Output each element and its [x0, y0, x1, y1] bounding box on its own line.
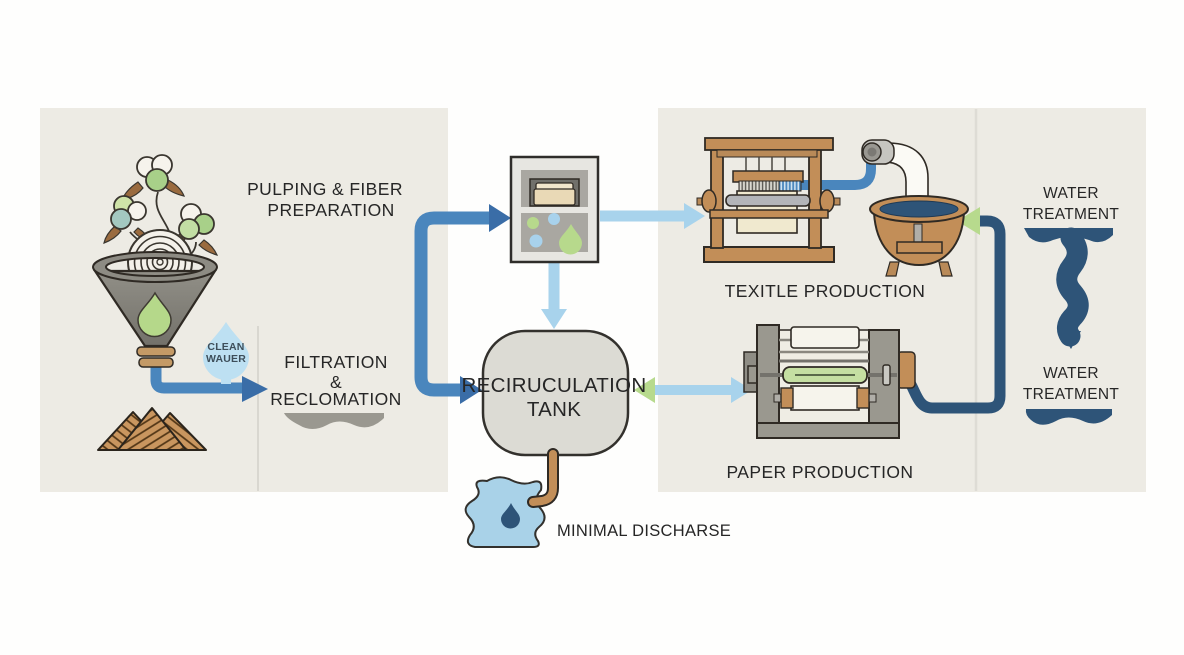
textile-production-label: TEXITLE PRODUCTION: [725, 281, 926, 301]
pulping-label-line1: PULPING & FIBER: [247, 179, 403, 199]
water-treatment-drip-icon: [1024, 227, 1113, 349]
loom-icon: [696, 137, 841, 263]
green-arrowhead-to-tank: [634, 377, 655, 403]
water-drop-icon: CLEAN WAUER: [203, 322, 249, 384]
pipe-loom-to-pot: [787, 153, 876, 190]
pot-water: [879, 200, 959, 218]
funnel-icon: [92, 251, 219, 368]
tank-icon: RECIRUCULATION TANK: [462, 329, 647, 457]
paper-roll-bottom: [790, 385, 860, 411]
cotton-plant-icon: [103, 154, 219, 264]
tank-label-line2: TANK: [527, 398, 581, 421]
clean-water-label-line2: WAUER: [206, 353, 246, 365]
pipe-funnel-to-filtration: [150, 358, 268, 402]
pipe-paper-to-water-treatment: [891, 207, 1006, 414]
arrow-pulper-to-loom: [600, 203, 705, 229]
water-treatment-paper-label-line1: WATER: [1043, 365, 1099, 382]
funnel-green-drop-icon: [137, 291, 172, 338]
blue-arrowhead-to-paper: [731, 377, 752, 403]
pulper-green-droplet: [559, 224, 582, 255]
discharge-pipe-icon: [527, 448, 559, 508]
water-treatment-textile-label-line1: WATER: [1043, 185, 1099, 202]
green-arrowhead-to-pot: [957, 207, 980, 235]
clean-water-label-line1: CLEAN: [207, 341, 244, 353]
water-treatment-paper-label-line2: TREATMENT: [1023, 386, 1119, 403]
filtration-label-line3: RECLOMATION: [270, 389, 401, 409]
pulper-blue-dot2: [529, 234, 543, 248]
paper-roll-top: [790, 326, 860, 349]
puddle-drop-icon: [501, 503, 520, 529]
tank-label-line1: RECIRUCULATION: [462, 374, 647, 397]
pulper-machine-icon: [509, 155, 600, 264]
water-treatment-textile-label-line2: TREATMENT: [1023, 206, 1119, 223]
minimal-discharge-label: MINIMAL DISCHARSE: [557, 522, 731, 540]
filtration-label-line1: FILTRATION: [284, 352, 388, 372]
paper-machine-icon: [743, 324, 916, 439]
filter-wave-icon: [284, 413, 384, 429]
arrow-pulper-to-tank: [541, 263, 567, 329]
filtration-label-line2: &: [330, 372, 342, 392]
left-panel: [40, 108, 448, 492]
wood-chips-icon: [97, 407, 207, 451]
arrow-to-tank: [460, 376, 482, 404]
water-treatment-wave-icon: [1025, 409, 1112, 425]
arrow-tank-paper-exchange: [634, 377, 752, 403]
pipe-filtration-loop: [414, 204, 511, 404]
dye-pot-icon: [861, 139, 969, 277]
paper-production-label: PAPER PRODUCTION: [727, 462, 914, 482]
pulper-green-dot: [527, 217, 539, 229]
pulper-blue-dot: [548, 213, 560, 225]
pulping-label-line2: PREPARATION: [267, 200, 394, 220]
arrow-to-pulper: [489, 204, 511, 232]
